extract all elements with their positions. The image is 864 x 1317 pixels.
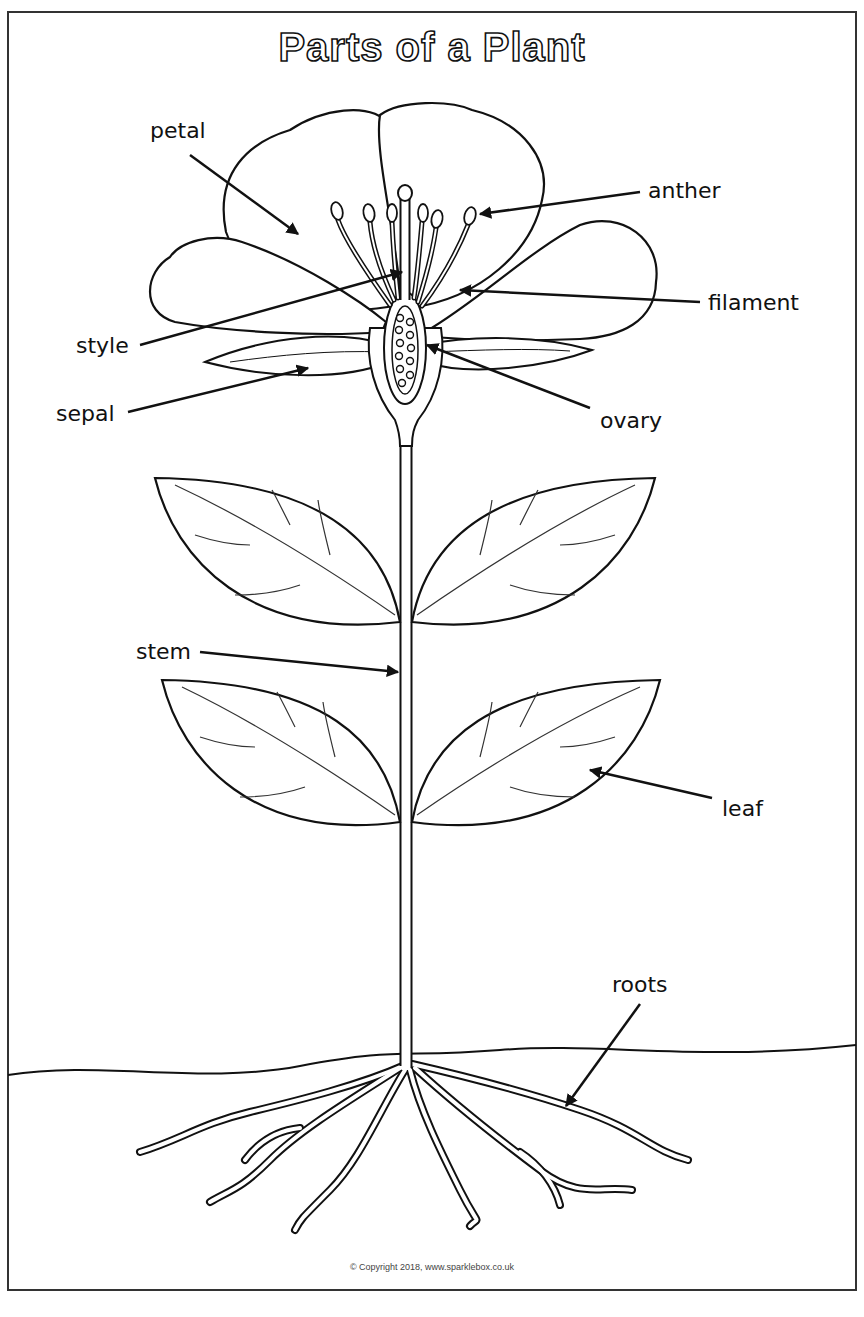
title: Parts of a Plant — [278, 25, 585, 70]
leader-lines — [128, 155, 712, 1106]
part-label: petal — [150, 118, 206, 143]
style-drawing — [398, 185, 412, 302]
part-label: ovary — [600, 408, 662, 433]
leaf-veins — [175, 485, 640, 815]
part-label: style — [76, 333, 129, 358]
roots-drawing — [140, 1064, 688, 1230]
part-label: filament — [708, 290, 799, 315]
leaves — [155, 478, 660, 825]
part-label: leaf — [722, 796, 763, 821]
copyright-caption: © Copyright 2018, www.sparklebox.co.uk — [350, 1262, 514, 1272]
ovary-drawing — [384, 292, 426, 404]
part-label: sepal — [56, 401, 115, 426]
part-label: stem — [136, 639, 191, 664]
frame — [8, 12, 856, 1290]
sepals — [205, 337, 592, 376]
part-label: roots — [612, 972, 668, 997]
part-label: anther — [648, 178, 721, 203]
